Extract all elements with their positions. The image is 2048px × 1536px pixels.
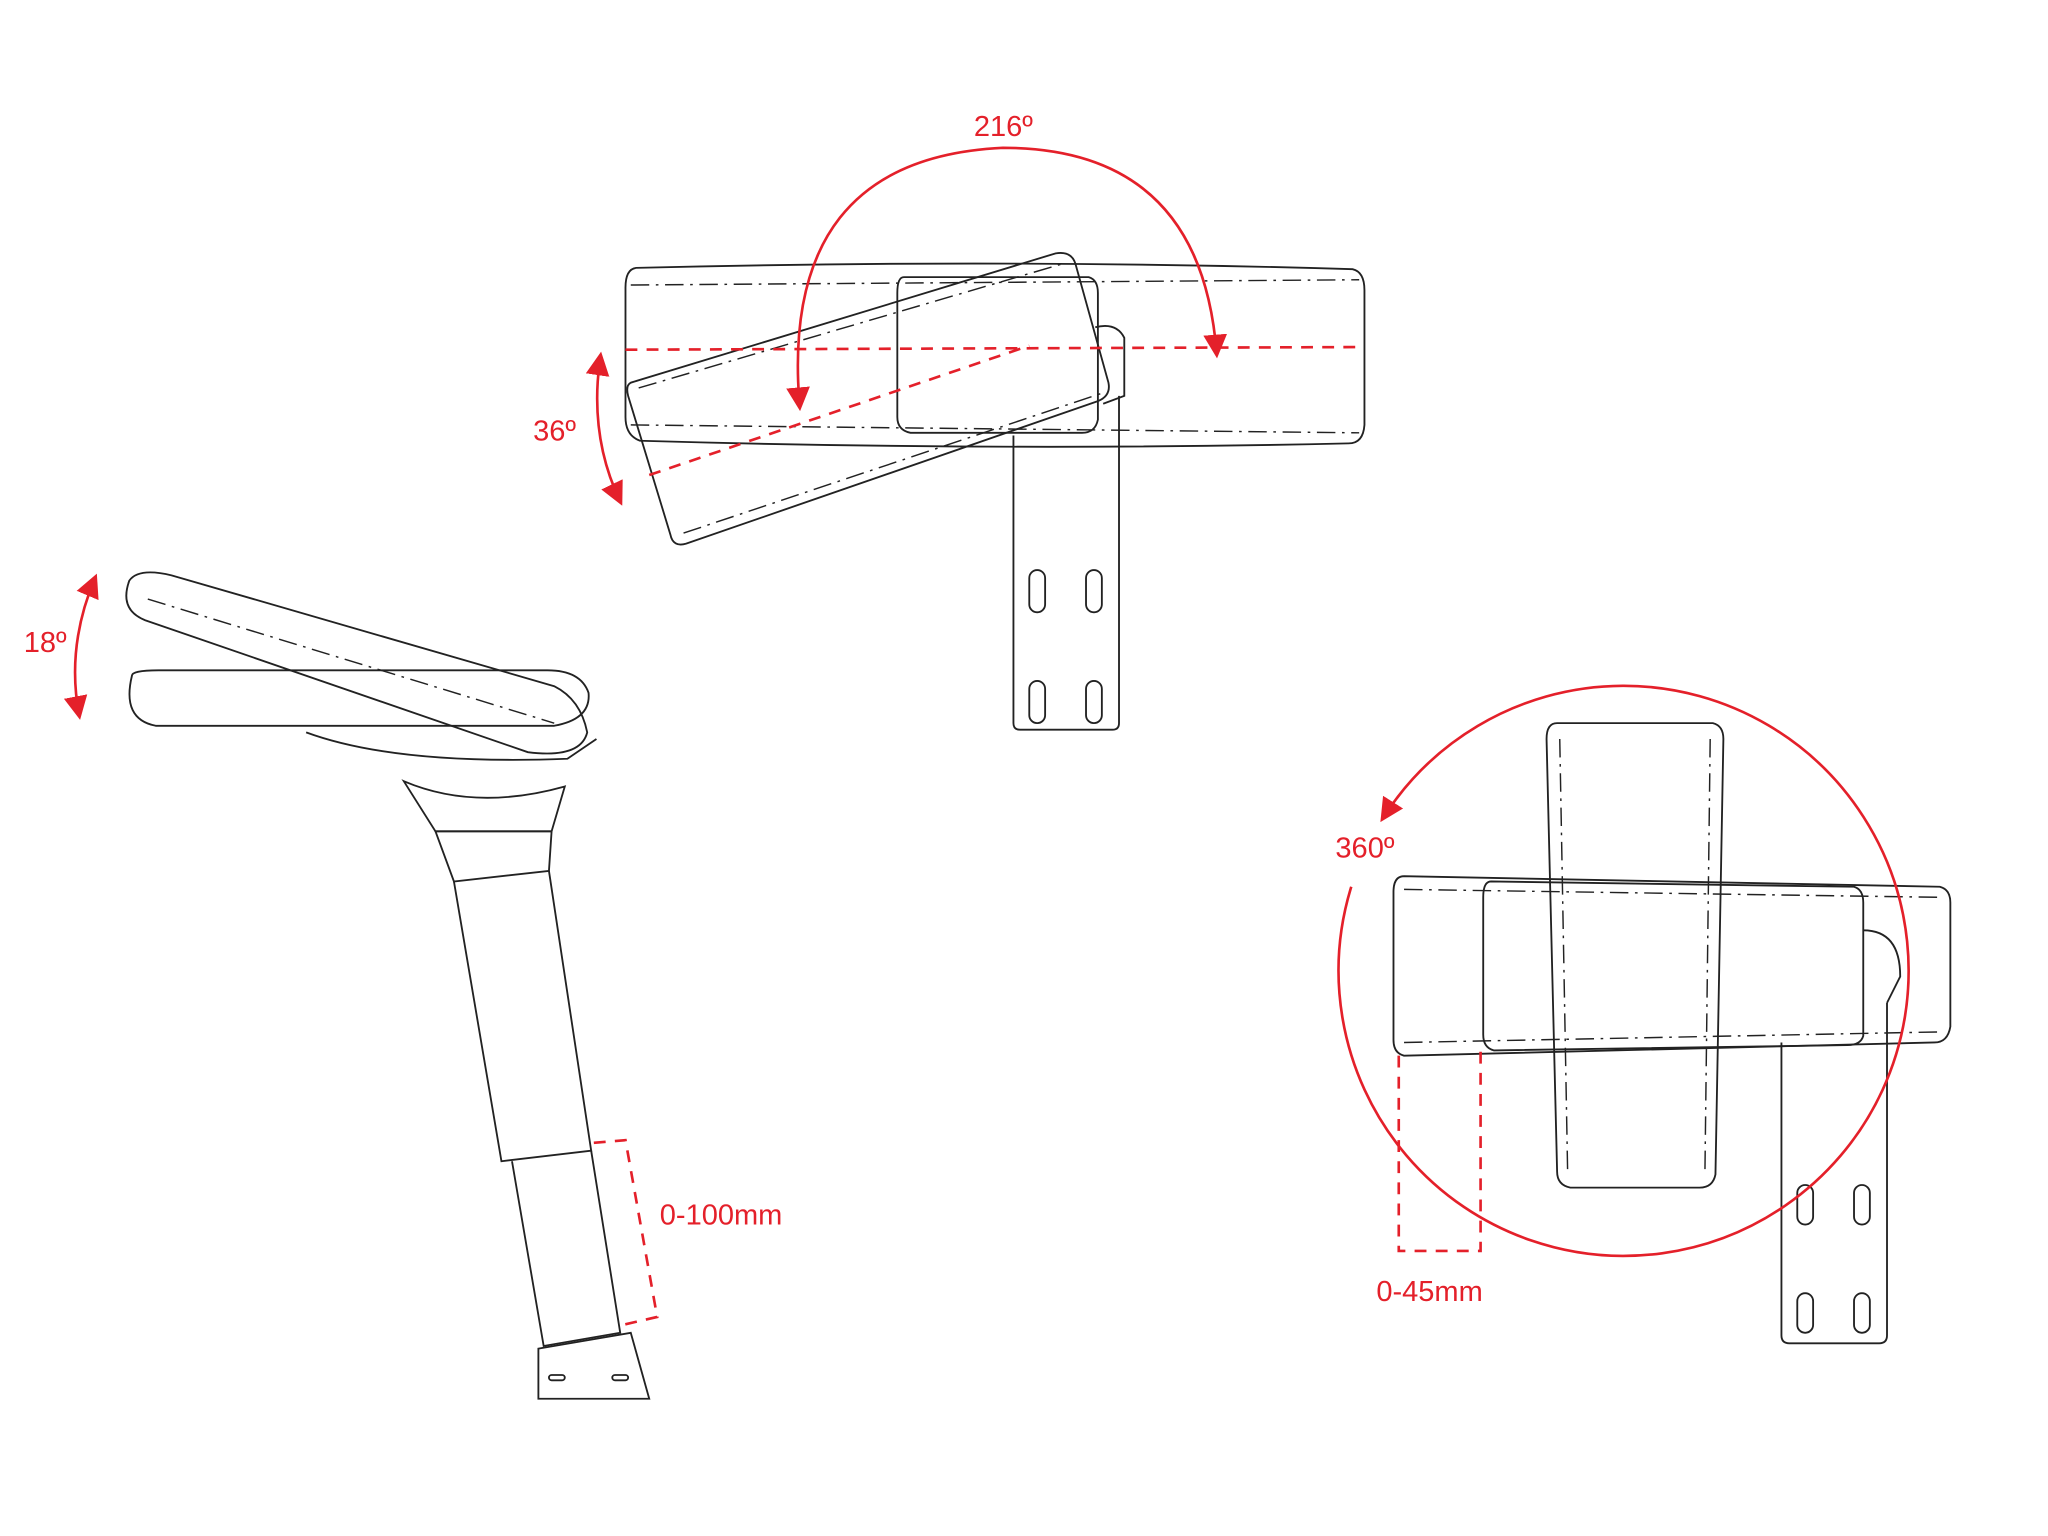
swivel-angle-label: 216º bbox=[974, 111, 1033, 143]
slide-range-label: 0-45mm bbox=[1376, 1276, 1482, 1308]
mount-slot bbox=[1085, 679, 1103, 725]
mount-slot bbox=[1028, 679, 1047, 725]
pivot-axis-line bbox=[648, 344, 1030, 477]
rotated-view-armrest bbox=[1392, 722, 1952, 1345]
top-view-armrest bbox=[624, 252, 1366, 731]
pivot-angle-label: 36º bbox=[533, 416, 576, 448]
height-range-label: 0-100mm bbox=[660, 1200, 783, 1232]
mount-slot bbox=[1085, 569, 1103, 614]
swivel-arrow bbox=[786, 146, 1228, 412]
tilt-arrow bbox=[63, 573, 99, 720]
side-view-armrest bbox=[125, 571, 651, 1400]
slide-range-bracket bbox=[1397, 1050, 1482, 1253]
tilt-angle-label: 18º bbox=[24, 627, 67, 659]
pivot-arrow bbox=[585, 351, 623, 506]
rotation-angle-label: 360º bbox=[1335, 833, 1394, 865]
mount-slot bbox=[1028, 569, 1047, 614]
center-axis-line bbox=[625, 345, 1365, 352]
rotation-arrow bbox=[1337, 684, 1910, 1258]
